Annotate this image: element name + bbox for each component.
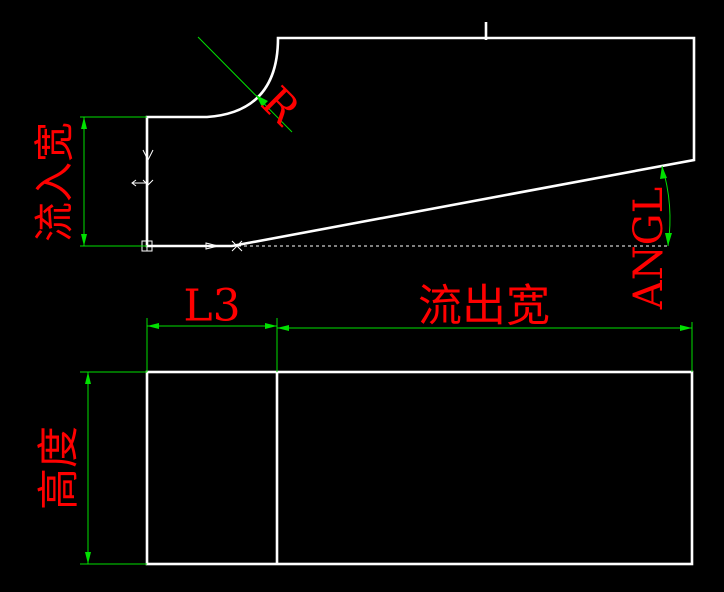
height-label: 高度 [34, 426, 83, 510]
angle-label: ANGL [626, 187, 672, 310]
arrow-marker [205, 242, 219, 250]
grip-markers [131, 149, 243, 252]
l3-label: L3 [183, 281, 240, 332]
side-view-outline [145, 370, 694, 566]
radius-leader [197, 36, 293, 133]
x-cross-marker [231, 240, 243, 252]
inflow-width-label: 流入宽 [32, 122, 78, 242]
outflow-width-label: 流出宽 [418, 281, 550, 332]
top-outline [145, 36, 696, 248]
y-axis-marker [142, 149, 154, 186]
radius-label: R [252, 77, 310, 135]
x-axis-marker [131, 179, 148, 187]
radius-arrow [256, 95, 268, 107]
